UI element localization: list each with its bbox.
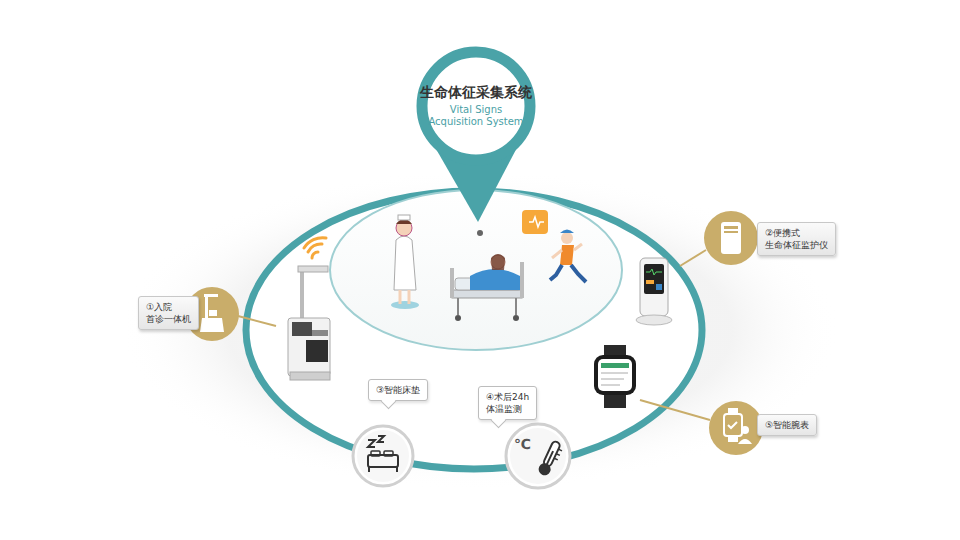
callout-text: ⑤智能腕表	[765, 419, 809, 431]
callout-text: ③智能床垫	[376, 384, 420, 396]
system-title: 生命体征采集系统	[420, 84, 532, 101]
watch-icon	[709, 401, 763, 455]
callout-box: ②便携式 生命体征监护仪	[757, 222, 836, 256]
system-subtitle: Vital Signs Acquisition System	[424, 104, 528, 128]
callout-text: ②便携式 生命体征监护仪	[765, 227, 828, 251]
leader-line	[238, 316, 276, 326]
callout-bubble: ③智能床垫	[368, 379, 428, 401]
portable-monitor	[636, 258, 672, 325]
pin-dot	[477, 230, 483, 236]
runner-figure	[522, 210, 586, 282]
callout-box: ⑤智能腕表	[757, 414, 817, 436]
callout-text: ④术后24h 体温监测	[486, 391, 529, 415]
outer-ring	[246, 191, 702, 469]
thermometer-icon	[506, 424, 570, 488]
callout-box: ①入院 首诊一体机	[138, 296, 199, 330]
callout-bubble: ④术后24h 体温监测	[478, 386, 537, 420]
hospital-bed	[450, 254, 524, 321]
wifi-symbol	[304, 238, 326, 258]
system-pin: 生命体征采集系统 Vital Signs Acquisition System	[416, 46, 536, 166]
nurse-figure	[391, 215, 419, 309]
mattress-icon	[353, 426, 413, 486]
leader-line	[640, 400, 710, 420]
callout-text: ①入院 首诊一体机	[146, 301, 191, 325]
smart-watch	[594, 345, 636, 408]
admission-kiosk	[288, 266, 330, 380]
monitor-icon	[704, 211, 758, 265]
leader-line	[680, 250, 706, 266]
unit-symbol: ℃	[514, 436, 531, 452]
